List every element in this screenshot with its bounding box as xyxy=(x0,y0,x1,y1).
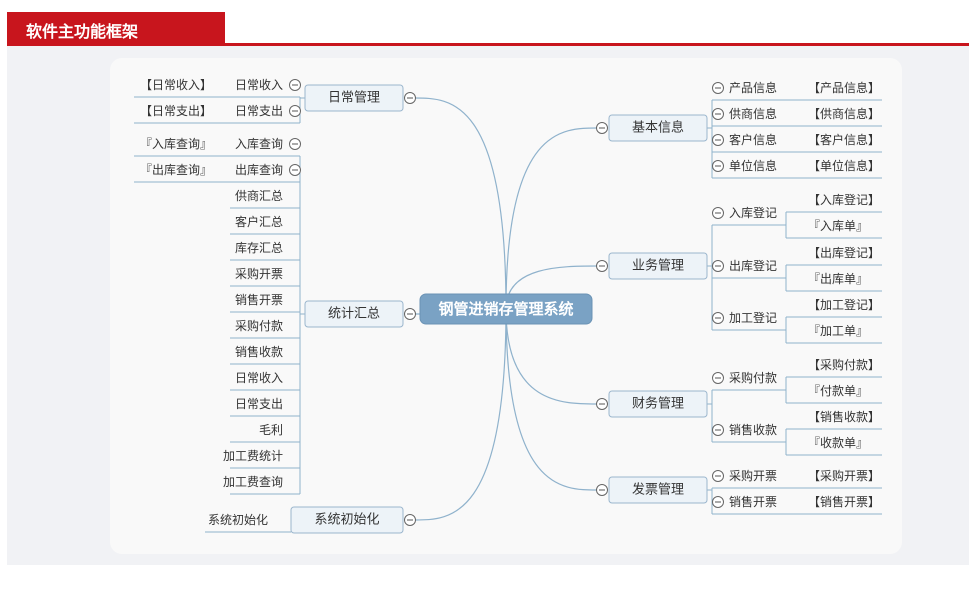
child-label-left: 加工费查询 xyxy=(223,475,283,489)
child-label-left: 客户汇总 xyxy=(235,214,283,229)
node-left-0-box xyxy=(304,84,404,112)
child-label-left: 供商汇总 xyxy=(235,188,283,203)
node-right-0-box xyxy=(608,114,708,142)
child-label-left: 日常支出 xyxy=(235,104,283,118)
note-label-right: 『出库单』 xyxy=(808,271,868,286)
collapse-icon-child-right[interactable] xyxy=(712,134,724,146)
root-node-box xyxy=(419,293,593,325)
node-left-2-label: 系统初始化 xyxy=(314,513,379,528)
note-label-right: 『入库单』 xyxy=(808,218,868,233)
child-label-left: 销售开票 xyxy=(235,292,283,307)
note-label-right: 【销售开票】 xyxy=(808,494,880,509)
child-label-left: 库存汇总 xyxy=(235,240,283,255)
note-label-right: 【入库登记】 xyxy=(808,192,880,207)
node-right-3-box xyxy=(608,476,708,504)
child-label-right: 供商信息 xyxy=(729,106,777,121)
collapse-icon-right-1[interactable] xyxy=(596,260,608,272)
collapse-icon-left-0[interactable] xyxy=(404,92,416,104)
node-left-1-label: 统计汇总 xyxy=(328,307,380,322)
child-label-right: 采购付款 xyxy=(729,370,777,385)
note-label-right: 【加工登记】 xyxy=(808,297,880,312)
collapse-icon-right-3[interactable] xyxy=(596,484,608,496)
child-label-right: 销售收款 xyxy=(729,422,777,437)
note-label-left: 【日常支出】 xyxy=(140,104,212,118)
node-right-0-label: 基本信息 xyxy=(632,120,684,136)
child-label-left: 日常收入 xyxy=(235,78,283,92)
collapse-icon-child-right[interactable] xyxy=(712,470,724,482)
note-label-left: 『出库查询』 xyxy=(140,162,212,177)
note-label-right: 【采购开票】 xyxy=(808,468,880,483)
collapse-icon-child-right[interactable] xyxy=(712,312,724,324)
collapse-icon-right-0[interactable] xyxy=(596,122,608,134)
child-label-right: 客户信息 xyxy=(729,132,777,147)
child-label-right: 出库登记 xyxy=(729,258,777,273)
collapse-icon-child-left[interactable] xyxy=(289,105,301,117)
node-right-3-label: 发票管理 xyxy=(632,482,684,498)
node-right-2-box xyxy=(608,390,708,418)
node-right-2-label: 财务管理 xyxy=(632,396,684,412)
note-label-right: 【销售收款】 xyxy=(808,409,880,424)
collapse-icon-child-right[interactable] xyxy=(712,82,724,94)
node-left-1-box xyxy=(304,300,404,328)
node-left-0-label: 日常管理 xyxy=(328,91,380,106)
child-label-left: 毛利 xyxy=(259,423,283,437)
child-label-right: 加工登记 xyxy=(729,310,777,325)
note-label-right: 『加工单』 xyxy=(808,324,868,338)
child-label-left: 入库查询 xyxy=(235,136,283,151)
child-label-left: 系统初始化 xyxy=(208,513,268,527)
section-header: 软件主功能框架 xyxy=(7,12,225,43)
collapse-icon-child-right[interactable] xyxy=(712,424,724,436)
note-label-right: 【出库登记】 xyxy=(808,245,880,260)
collapse-icon-right-2[interactable] xyxy=(596,398,608,410)
branch-curve-right-3 xyxy=(505,308,598,491)
note-label-right: 【供商信息】 xyxy=(808,106,880,121)
collapse-icon-child-right[interactable] xyxy=(712,496,724,508)
branch-curve-left-0 xyxy=(414,97,507,310)
collapse-icon-child-right[interactable] xyxy=(712,260,724,272)
collapse-icon-child-right[interactable] xyxy=(712,160,724,172)
branch-curve-right-2 xyxy=(505,308,598,405)
child-label-left: 销售收款 xyxy=(235,344,283,359)
section-title: 软件主功能框架 xyxy=(26,22,139,41)
node-right-1-label: 业务管理 xyxy=(632,258,684,274)
collapse-icon-left-1[interactable] xyxy=(404,308,416,320)
note-label-right: 【产品信息】 xyxy=(808,80,880,95)
branch-curve-left-2 xyxy=(414,308,507,521)
child-label-right: 产品信息 xyxy=(729,80,777,95)
collapse-icon-child-right[interactable] xyxy=(712,372,724,384)
child-label-left: 采购开票 xyxy=(235,266,283,281)
note-label-left: 『入库查询』 xyxy=(140,136,212,151)
child-label-left: 出库查询 xyxy=(235,162,283,177)
node-right-1-box xyxy=(608,252,708,280)
child-label-right: 单位信息 xyxy=(729,158,777,173)
child-label-left: 日常收入 xyxy=(235,371,283,385)
note-label-right: 『收款单』 xyxy=(808,436,868,450)
child-label-right: 采购开票 xyxy=(729,468,777,483)
collapse-icon-child-right[interactable] xyxy=(712,207,724,219)
note-label-right: 【客户信息】 xyxy=(808,132,880,147)
collapse-icon-child-right[interactable] xyxy=(712,108,724,120)
branch-curve-right-0 xyxy=(505,127,598,310)
child-label-left: 加工费统计 xyxy=(223,449,283,463)
child-label-right: 入库登记 xyxy=(729,205,777,220)
collapse-icon-child-left[interactable] xyxy=(289,164,301,176)
collapse-icon-left-2[interactable] xyxy=(404,514,416,526)
collapse-icon-child-left[interactable] xyxy=(289,138,301,150)
child-label-left: 采购付款 xyxy=(235,318,283,333)
root-node-label: 钢管进销存管理系统 xyxy=(438,300,573,318)
header-underline xyxy=(7,43,969,46)
note-label-right: 『付款单』 xyxy=(808,384,868,398)
collapse-icon-child-left[interactable] xyxy=(289,79,301,91)
node-left-2-box xyxy=(290,506,404,534)
child-label-left: 日常支出 xyxy=(235,397,283,411)
note-label-left: 【日常收入】 xyxy=(140,78,212,92)
note-label-right: 【单位信息】 xyxy=(808,158,880,173)
child-label-right: 销售开票 xyxy=(729,494,777,509)
note-label-right: 【采购付款】 xyxy=(808,357,880,372)
